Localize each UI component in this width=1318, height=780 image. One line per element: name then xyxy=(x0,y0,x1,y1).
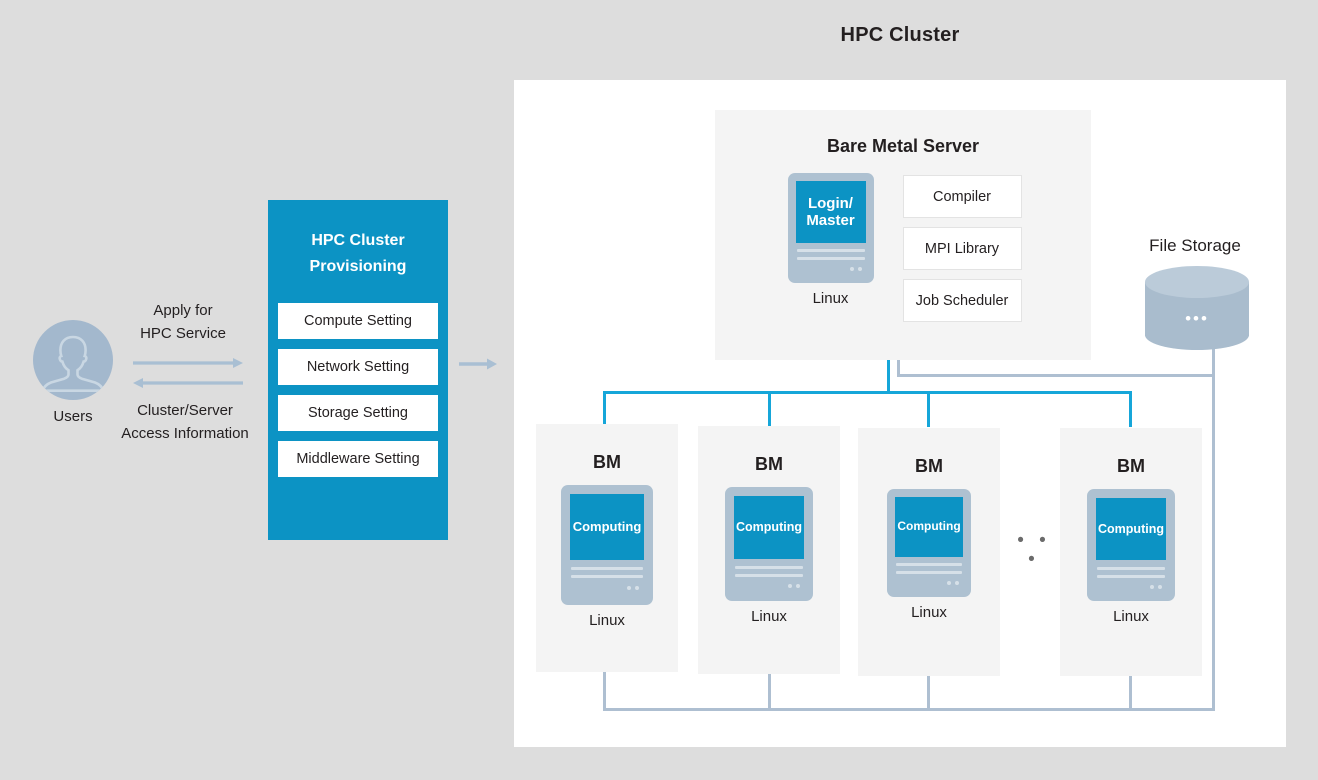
setting-item-middleware[interactable]: Middleware Setting xyxy=(278,441,438,478)
network-drop-node-1 xyxy=(603,391,606,427)
storage-bus-bottom xyxy=(603,708,1215,711)
storage-drop-node-1 xyxy=(603,672,606,711)
access-info-line2: Access Information xyxy=(121,424,249,442)
network-trunk-vertical xyxy=(887,358,890,394)
login-master-node: Login/ Master Linux xyxy=(785,173,877,322)
access-info-flow-label: Cluster/Server Access Information xyxy=(110,400,260,445)
arrow-to-cluster-icon xyxy=(459,357,497,370)
apply-flow-line1: Apply for xyxy=(153,302,213,319)
user-avatar-icon xyxy=(33,320,113,400)
apply-flow-label: Apply for HPC Service xyxy=(108,300,258,345)
network-drop-node-3 xyxy=(927,391,930,427)
compute-node-card-2: BM Computing Linux xyxy=(698,426,840,674)
network-bus-top xyxy=(603,391,1132,394)
server-icon: Computing xyxy=(1087,489,1175,601)
compute-node-screen-1: Computing xyxy=(570,494,644,560)
apply-flow-line2: HPC Service xyxy=(140,324,226,342)
storage-link-top xyxy=(897,374,1215,377)
login-master-line1: Login/ xyxy=(807,194,853,212)
provisioning-title-line1: HPC Cluster xyxy=(311,232,405,249)
provisioning-settings-list: Compute Setting Network Setting Storage … xyxy=(268,303,448,478)
file-storage-group: File Storage ••• xyxy=(1142,236,1252,350)
compute-node-title-1: BM xyxy=(593,452,621,472)
storage-drop-node-2 xyxy=(768,672,771,711)
compute-node-os-1: Linux xyxy=(589,612,625,629)
users-label: Users xyxy=(53,408,93,425)
page-title: HPC Cluster xyxy=(840,24,960,46)
setting-item-storage[interactable]: Storage Setting xyxy=(278,395,438,432)
bare-metal-server-title: Bare Metal Server xyxy=(826,136,980,156)
server-icon: Computing xyxy=(887,489,971,597)
network-drop-node-2 xyxy=(768,391,771,427)
bare-metal-server-container: Bare Metal Server Login/ Master Linux xyxy=(715,110,1091,360)
software-compiler[interactable]: Compiler xyxy=(902,175,1022,218)
compute-node-screen-3: Computing xyxy=(895,497,963,557)
bare-metal-software-list: Compiler MPI Library Job Scheduler xyxy=(902,173,1022,322)
compute-node-card-4: BM Computing Linux xyxy=(1060,428,1202,676)
login-master-os-label: Linux xyxy=(812,290,849,307)
network-drop-node-4 xyxy=(1129,391,1132,427)
compute-node-screen-4: Computing xyxy=(1096,498,1166,560)
more-nodes-ellipsis: • • • xyxy=(1017,530,1051,570)
software-mpi-library[interactable]: MPI Library xyxy=(902,227,1022,270)
compute-node-title-4: BM xyxy=(1117,456,1145,476)
compute-node-card-1: BM Computing Linux xyxy=(536,424,678,672)
setting-item-network[interactable]: Network Setting xyxy=(278,349,438,386)
storage-drop-node-3 xyxy=(927,672,930,711)
hpc-cluster-provisioning-panel: HPC Cluster Provisioning Compute Setting… xyxy=(268,200,448,540)
server-icon: Computing xyxy=(561,485,653,605)
storage-drop-node-4 xyxy=(1129,672,1132,711)
storage-link-vertical xyxy=(1212,318,1215,711)
database-cylinder-icon: ••• xyxy=(1145,266,1249,350)
provisioning-title-line2: Provisioning xyxy=(309,257,407,275)
compute-node-title-2: BM xyxy=(755,454,783,474)
arrow-left-icon xyxy=(133,376,243,388)
storage-link-stub xyxy=(897,358,900,377)
compute-node-screen-2: Computing xyxy=(734,496,804,559)
access-info-line1: Cluster/Server xyxy=(137,402,233,419)
compute-node-card-3: BM Computing Linux xyxy=(858,428,1000,676)
compute-node-os-4: Linux xyxy=(1113,608,1149,625)
file-storage-label: File Storage xyxy=(1149,236,1241,255)
compute-node-os-2: Linux xyxy=(751,608,787,625)
file-storage-dots: ••• xyxy=(1185,309,1209,328)
compute-node-os-3: Linux xyxy=(911,604,947,621)
arrow-right-icon xyxy=(133,356,243,368)
compute-node-title-3: BM xyxy=(915,456,943,476)
software-job-scheduler[interactable]: Job Scheduler xyxy=(902,279,1022,322)
login-master-line2: Master xyxy=(806,212,855,229)
setting-item-compute[interactable]: Compute Setting xyxy=(278,303,438,340)
provisioning-title: HPC Cluster Provisioning xyxy=(268,228,448,279)
server-icon: Computing xyxy=(725,487,813,601)
users-group: Users xyxy=(33,320,115,425)
server-icon: Login/ Master xyxy=(787,173,874,283)
